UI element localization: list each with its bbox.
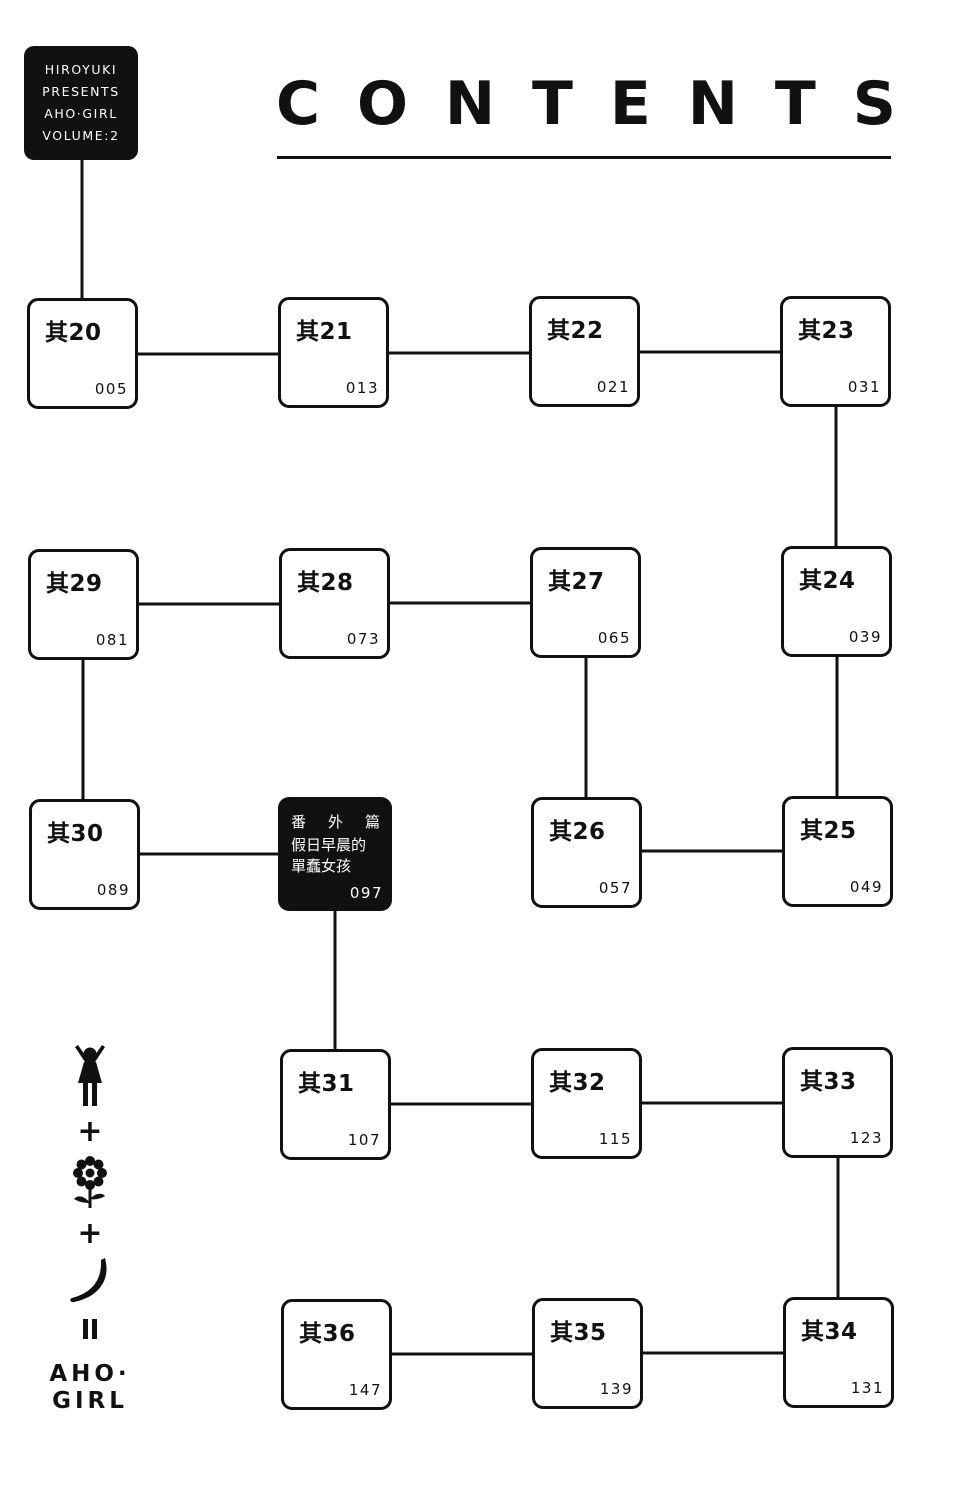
chapter-page: 107 (347, 1131, 381, 1149)
title-letter: N (687, 69, 738, 139)
chapter-page: 123 (849, 1129, 883, 1147)
chapter-page: 139 (599, 1380, 633, 1398)
chapter-22-box[interactable]: 其22 021 (529, 296, 640, 407)
chapter-page: 115 (598, 1130, 632, 1148)
title-letter: C (276, 69, 321, 139)
extra-heading-char: 番 (291, 813, 307, 831)
chapter-label: 其22 (547, 318, 604, 344)
chapter-page: 073 (346, 630, 380, 648)
chapter-25-box[interactable]: 其25 049 (782, 796, 893, 907)
chapter-label: 其20 (45, 320, 102, 346)
extra-heading-char: 篇 (364, 813, 380, 831)
chapter-20-box[interactable]: 其20 005 (27, 298, 138, 409)
chapter-label: 其25 (800, 818, 857, 844)
chapter-29-box[interactable]: 其29 081 (28, 549, 139, 660)
chapter-23-box[interactable]: 其23 031 (780, 296, 891, 407)
extra-heading-char: 外 (327, 813, 343, 831)
volume-tag: HIROYUKI PRESENTS AHO·GIRL VOLUME:2 (24, 46, 138, 160)
extra-title-line: 單蠢女孩 (291, 857, 352, 875)
contents-title: C O N T E N T S (276, 66, 896, 142)
extra-heading: 番 外 篇 (291, 811, 380, 832)
chapter-page: 013 (345, 379, 379, 397)
plus-icon: + (77, 1216, 103, 1251)
equals-icon (40, 1317, 140, 1341)
chapter-page: 147 (348, 1381, 382, 1399)
chapter-30-box[interactable]: 其30 089 (29, 799, 140, 910)
chapter-page: 065 (597, 629, 631, 647)
tag-line: AHO·GIRL (44, 106, 118, 121)
chapter-label: 其21 (296, 319, 353, 345)
chapter-label: 其27 (548, 569, 605, 595)
chapter-label: 其24 (799, 568, 856, 594)
chapter-label: 其28 (297, 570, 354, 596)
chapter-page: 057 (598, 879, 632, 897)
title-letter: S (852, 69, 896, 139)
chapter-33-box[interactable]: 其33 123 (782, 1047, 893, 1158)
tag-line: PRESENTS (42, 84, 120, 99)
title-letter: T (532, 69, 573, 139)
chapter-page: 049 (849, 878, 883, 896)
chapter-36-box[interactable]: 其36 147 (281, 1299, 392, 1410)
tag-line: HIROYUKI (44, 62, 118, 77)
chapter-label: 其29 (46, 571, 103, 597)
chapter-page: 089 (96, 881, 130, 899)
extra-title-line: 假日早晨的 (291, 836, 367, 854)
logo-line: GIRL (52, 1388, 128, 1414)
chapter-label: 其26 (549, 819, 606, 845)
chapter-page: 005 (94, 380, 128, 398)
aho-girl-logo: AHO· GIRL (40, 1361, 140, 1415)
chapter-24-box[interactable]: 其24 039 (781, 546, 892, 657)
chapter-35-box[interactable]: 其35 139 (532, 1298, 643, 1409)
chapter-21-box[interactable]: 其21 013 (278, 297, 389, 408)
chapter-page: 021 (596, 378, 630, 396)
chapter-page: 131 (850, 1379, 884, 1397)
chapter-34-box[interactable]: 其34 131 (783, 1297, 894, 1408)
banana-icon (40, 1257, 140, 1305)
chapter-label: 其33 (800, 1069, 857, 1095)
chapter-page: 031 (847, 378, 881, 396)
chapter-label: 其35 (550, 1320, 607, 1346)
chapter-32-box[interactable]: 其32 115 (531, 1048, 642, 1159)
tag-line: VOLUME:2 (42, 128, 120, 143)
extra-chapter-box[interactable]: 番 外 篇 假日早晨的 單蠢女孩 097 (278, 797, 392, 911)
chapter-label: 其23 (798, 318, 855, 344)
chapter-label: 其31 (298, 1071, 355, 1097)
sunflower-icon (40, 1155, 140, 1209)
chapter-26-box[interactable]: 其26 057 (531, 797, 642, 908)
chapter-31-box[interactable]: 其31 107 (280, 1049, 391, 1160)
extra-page: 097 (349, 884, 383, 902)
plus-icon: + (77, 1114, 103, 1149)
chapter-label: 其32 (549, 1070, 606, 1096)
title-letter: O (356, 69, 408, 139)
chapter-label: 其34 (801, 1319, 858, 1345)
girl-icon (40, 1045, 140, 1107)
chapter-label: 其30 (47, 821, 104, 847)
chapter-label: 其36 (299, 1321, 356, 1347)
chapter-28-box[interactable]: 其28 073 (279, 548, 390, 659)
chapter-page: 081 (95, 631, 129, 649)
chapter-27-box[interactable]: 其27 065 (530, 547, 641, 658)
title-underline (277, 156, 891, 159)
title-letter: E (609, 69, 651, 139)
aho-girl-formula: + + (40, 1045, 140, 1425)
title-letter: N (444, 69, 496, 139)
logo-line: AHO· (49, 1361, 131, 1387)
title-letter: T (774, 69, 816, 139)
chapter-page: 039 (848, 628, 882, 646)
